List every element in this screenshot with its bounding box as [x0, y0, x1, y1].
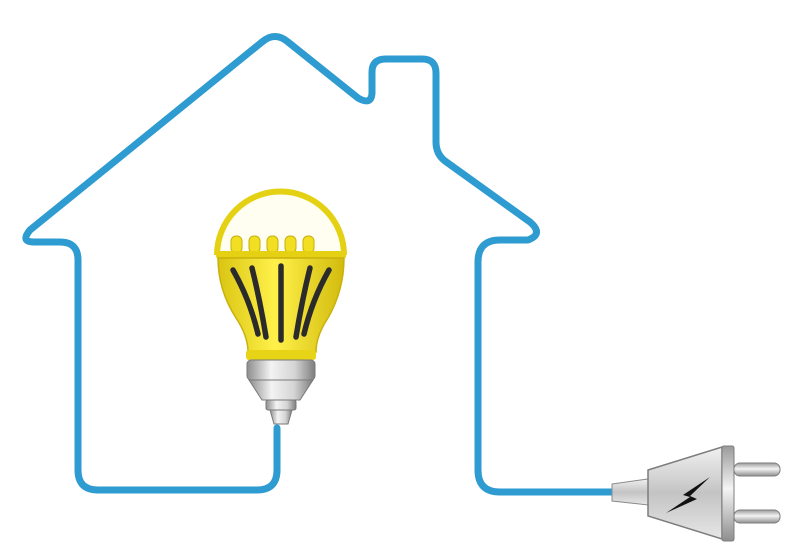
light-bulb-icon	[214, 188, 347, 425]
electric-plug-icon	[611, 445, 781, 542]
house-cable	[22, 33, 616, 496]
lightning-bolt-icon	[666, 477, 710, 513]
